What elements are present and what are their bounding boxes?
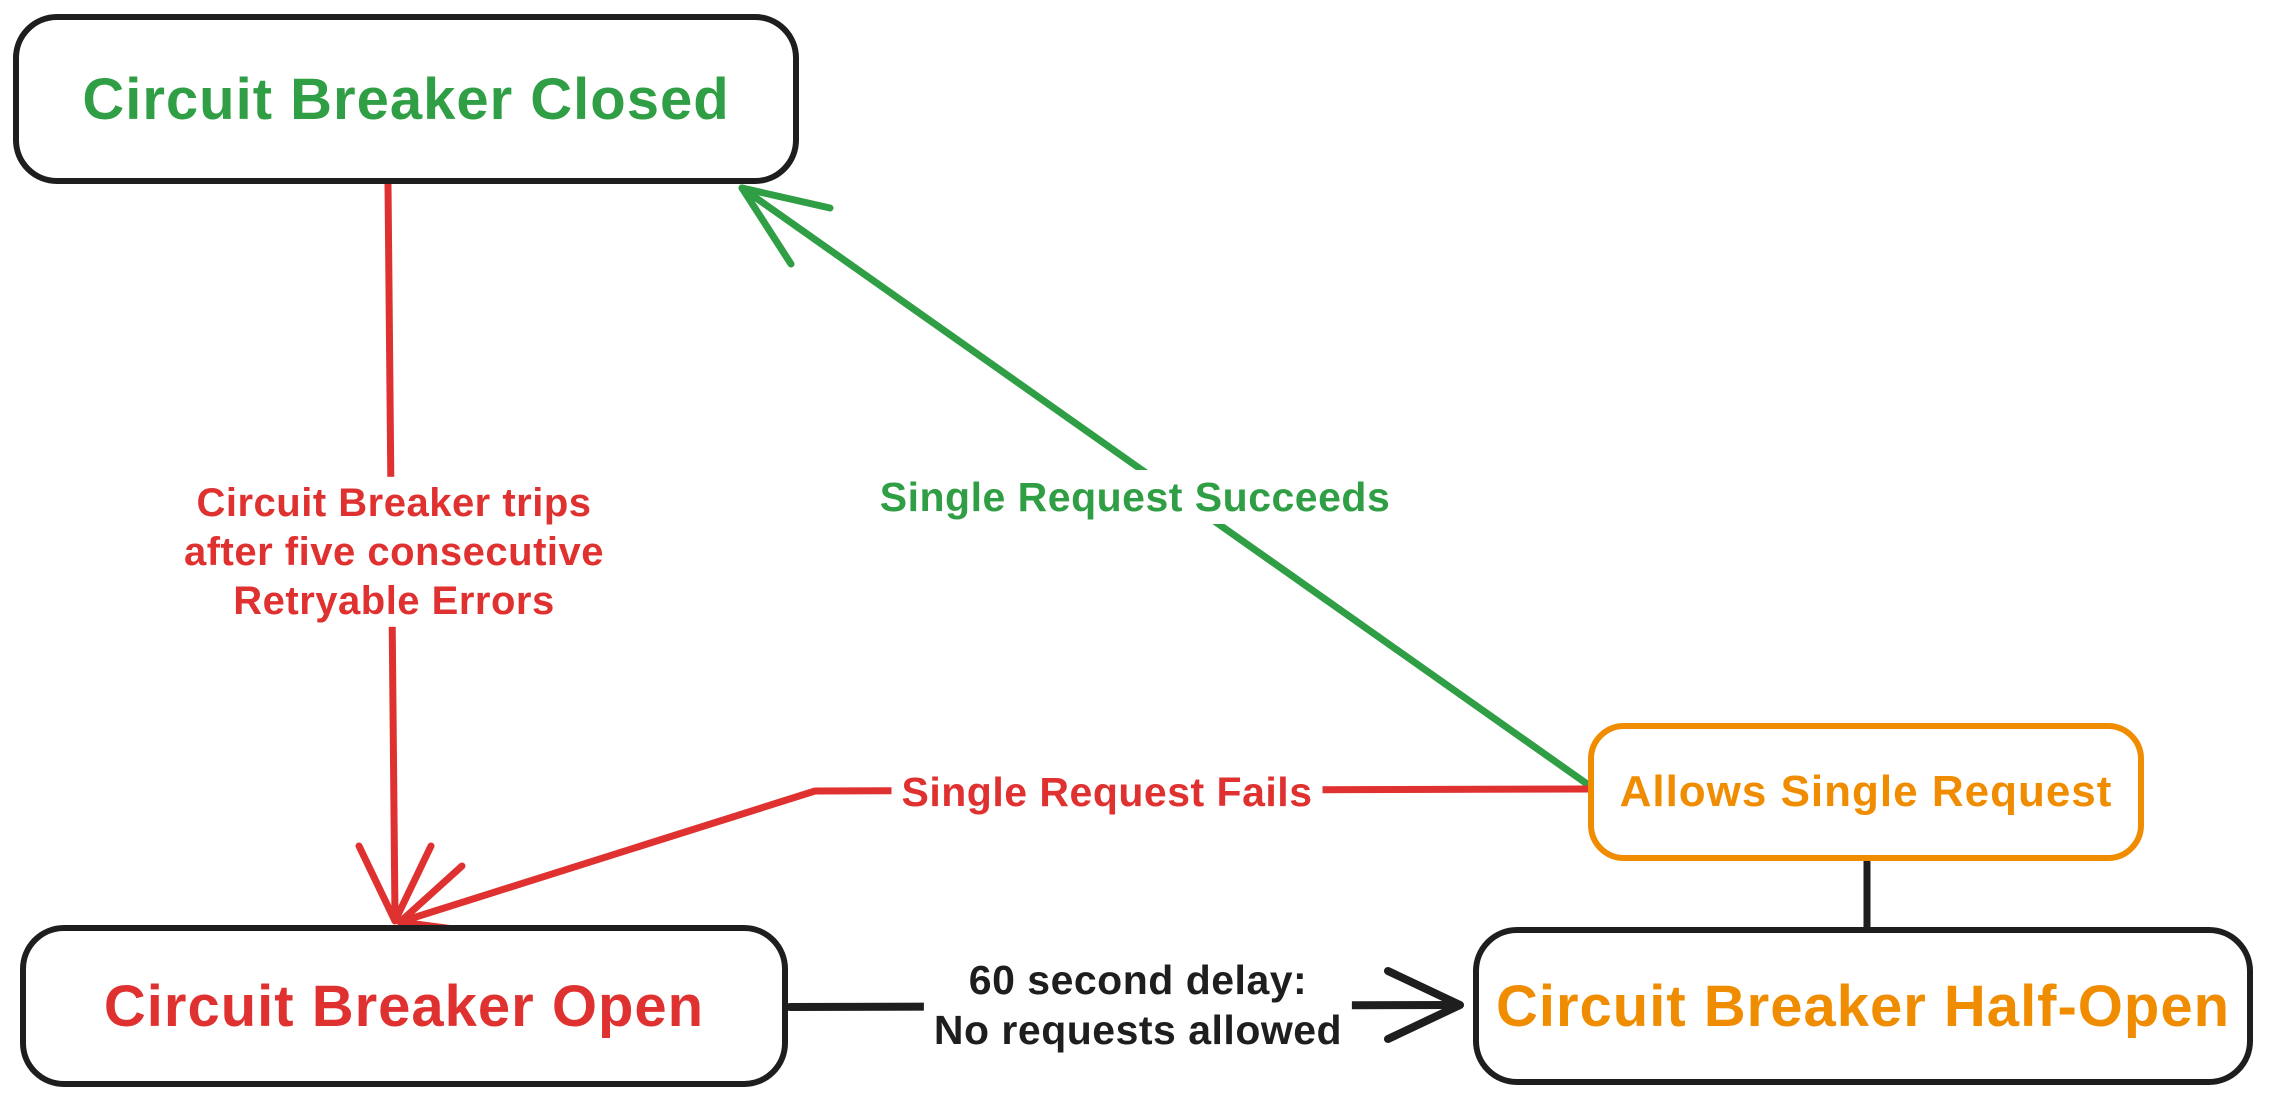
delay-arrowhead	[1384, 967, 1464, 1043]
edge-label-succeeds: Single Request Succeeds	[869, 469, 1401, 525]
succeeds-arrowhead	[738, 184, 834, 268]
edge-label-trips-line2: after five consecutive	[183, 529, 605, 574]
edge-label-trips: Circuit Breaker trips after five consecu…	[173, 476, 615, 628]
edge-label-delay-line1: 60 second delay:	[968, 956, 1308, 1003]
trips-arrowhead	[355, 842, 435, 925]
fails-line	[396, 785, 1592, 926]
edge-label-trips-line1: Circuit Breaker trips	[196, 480, 592, 525]
edge-label-trips-line3: Retryable Errors	[233, 578, 555, 623]
edge-label-delay-line2: No requests allowed	[933, 1007, 1343, 1053]
edge-label-fails: Single Request Fails	[891, 764, 1323, 820]
node-circuit-breaker-closed: Circuit Breaker Closed	[13, 14, 799, 184]
node-circuit-breaker-half-open: Circuit Breaker Half-Open	[1473, 927, 2253, 1085]
node-circuit-breaker-open: Circuit Breaker Open	[20, 925, 788, 1087]
node-allows-single-request: Allows Single Request	[1588, 723, 2144, 861]
edge-label-delay: 60 second delay: No requests allowed	[923, 952, 1353, 1058]
